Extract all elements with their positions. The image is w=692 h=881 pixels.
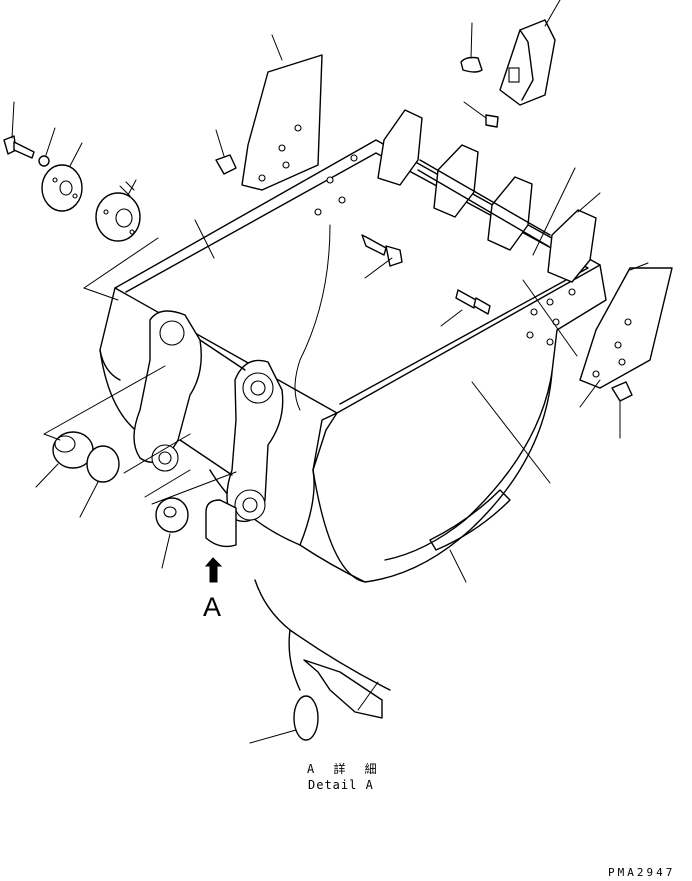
side-cutter-nut bbox=[611, 381, 633, 402]
boss-cap bbox=[41, 164, 83, 212]
boss-cap-bolt bbox=[3, 135, 35, 159]
detail-title-english: Detail A bbox=[308, 778, 374, 792]
view-arrow-icon bbox=[204, 557, 223, 583]
tooth-adapter bbox=[377, 109, 597, 283]
teeth-row bbox=[377, 109, 597, 283]
side-cutter bbox=[241, 54, 323, 191]
side-cutter-nut bbox=[215, 154, 237, 175]
lip-bolt bbox=[455, 289, 491, 315]
detail-a-view bbox=[254, 579, 391, 741]
boss-brackets bbox=[133, 310, 284, 548]
shim bbox=[95, 192, 141, 242]
tooth-point bbox=[499, 19, 556, 106]
o-ring bbox=[86, 445, 120, 483]
rim-bolt-holes bbox=[314, 154, 576, 346]
tooth-pin bbox=[485, 114, 499, 128]
side-cutter bbox=[579, 267, 673, 389]
drawing-number: PMA2947 bbox=[608, 866, 676, 879]
washer bbox=[38, 155, 50, 167]
detail-title-japanese: A 詳 細 bbox=[307, 762, 383, 776]
leader-lines bbox=[11, 0, 649, 744]
side-cutter-bolt bbox=[361, 234, 403, 267]
view-label-a: A bbox=[203, 592, 222, 622]
spacer-ring bbox=[155, 497, 189, 533]
tooth-lock bbox=[460, 56, 483, 73]
